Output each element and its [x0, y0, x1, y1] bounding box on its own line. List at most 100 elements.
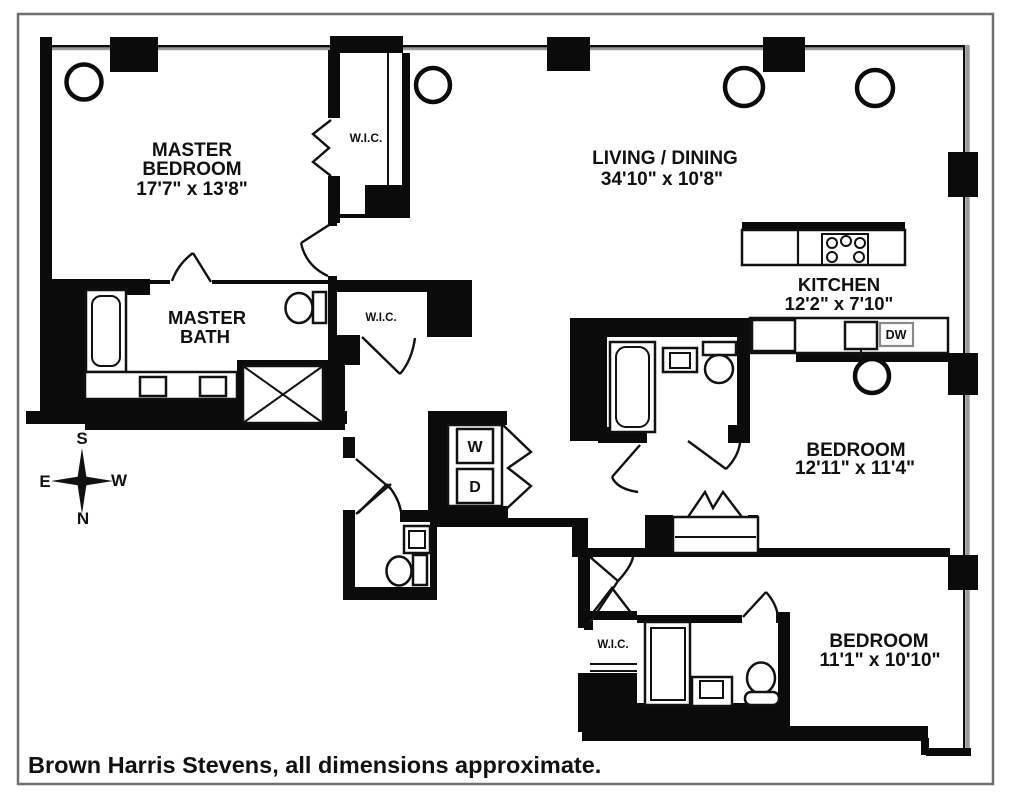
label-wic2: W.I.C. — [365, 312, 396, 324]
top-wall-line — [52, 45, 963, 48]
door-leaf-mbath — [191, 252, 213, 283]
laundry-closet — [446, 423, 533, 513]
wall-hall-south — [437, 518, 580, 527]
wall-door-hinge-b — [584, 621, 593, 630]
column-block-3 — [763, 37, 805, 72]
wall-bath3-right — [778, 615, 790, 710]
wall-wd-hinge — [498, 506, 508, 520]
wall-door-hinge-a — [584, 550, 593, 558]
wall-wic1-left-b — [328, 176, 340, 223]
accordion-door-wic1 — [311, 119, 332, 177]
wall-corridor-west — [578, 548, 590, 628]
label-wic3: W.I.C. — [597, 639, 628, 651]
wall-hall-left-a — [343, 437, 355, 458]
wall-wd-left — [428, 411, 448, 520]
door-arc-mbath — [170, 252, 194, 282]
column-block-2 — [547, 37, 590, 71]
round-column-kitchen — [852, 356, 892, 396]
wall-wic3-sw — [578, 673, 637, 732]
wall-counter-top-bar — [742, 222, 905, 230]
bedroom3-doors — [589, 556, 637, 672]
wall-under-vanity — [85, 398, 240, 430]
column-block-right — [948, 152, 978, 197]
wall-bath2-right — [737, 318, 750, 443]
compass-top-label: S — [76, 429, 87, 448]
wall-wd-bottom — [428, 506, 507, 520]
bathtub-inner — [91, 295, 121, 367]
door-leaf-powder — [357, 483, 388, 514]
bathroom2-fixtures — [608, 340, 742, 494]
wall-left — [40, 37, 52, 283]
wall-wic2-top — [337, 280, 472, 292]
dryer-box — [455, 467, 495, 505]
door-arc-vestibule — [610, 476, 639, 494]
door-arc-bath2 — [725, 442, 742, 470]
label-wic1: W.I.C. — [350, 131, 383, 145]
compass-needle-horizontal — [51, 476, 113, 486]
bath3-toilet-bowl — [745, 661, 777, 695]
compass-bottom-label: N — [77, 509, 89, 528]
label-bedroom3-dims: 11'1" x 10'10" — [819, 650, 940, 671]
door-leaf-bed3-a — [589, 556, 619, 582]
wall-wic1-top — [330, 36, 403, 53]
label-kitchen-dims: 12'2" x 7'10" — [785, 293, 894, 314]
right-wall-line — [963, 45, 965, 756]
wall-bath3-top — [637, 615, 742, 623]
wall-kitchen-se-block — [948, 353, 978, 395]
wall-bedroom-east-b — [328, 276, 337, 368]
label-washer: W — [467, 439, 483, 456]
wall-bath2-top — [607, 318, 750, 337]
round-column-2 — [413, 65, 453, 105]
burner-5 — [853, 251, 865, 263]
bedroom2-closet — [671, 489, 760, 555]
door-leaf-vestibule — [611, 444, 641, 478]
burner-2 — [840, 235, 852, 247]
bathroom3-fixtures — [643, 591, 781, 708]
powder-room-fixtures — [357, 483, 432, 587]
plan-frame — [16, 12, 995, 786]
sink-left — [138, 375, 168, 398]
bath2-toilet-tank — [701, 340, 738, 357]
compass-left-label: E — [39, 472, 50, 491]
wall-bedroom2-south — [578, 548, 950, 557]
bath3-sink-inner — [699, 680, 724, 699]
door-arc-powder — [386, 483, 403, 513]
door-leaf-mbed — [300, 223, 330, 245]
bifold-door-wic3 — [591, 586, 633, 615]
burner-4 — [826, 251, 838, 263]
shower-x — [242, 365, 324, 424]
door-leaf-bath3 — [742, 591, 767, 618]
bath2-tub-inner — [615, 346, 650, 428]
wall-bedroom2-se-block — [948, 555, 978, 590]
powder-toilet-bowl — [385, 555, 413, 587]
doors-master — [170, 119, 332, 283]
room-labels: MASTER BEDROOM 17'7" x 13'8" LIVING / DI… — [136, 131, 940, 671]
bath3-shower-inner — [650, 627, 686, 701]
bath2-toilet-bowl — [703, 353, 735, 385]
wall-wic1-right — [402, 53, 410, 218]
wall-closet2-left — [645, 515, 673, 540]
label-dryer: D — [469, 479, 481, 496]
wall-powder-top — [400, 510, 437, 522]
compass: S N E W — [39, 429, 128, 528]
label-kitchen: KITCHEN — [798, 274, 880, 295]
round-columns — [64, 62, 896, 396]
wall-wic1-left-a — [328, 50, 340, 118]
wall-wic3-top — [585, 611, 637, 620]
top-wall-line-gray — [52, 47, 963, 51]
wall-powder-left — [343, 510, 355, 600]
label-master-bedroom-dims: 17'7" x 13'8" — [136, 179, 248, 200]
wall-bedroom-south-thin2 — [212, 280, 330, 284]
round-column-3 — [722, 65, 766, 109]
wall-bedroom-south-thin1 — [150, 280, 170, 284]
kitchen-cabinet — [750, 318, 797, 353]
label-bedroom2: BEDROOM — [806, 440, 905, 461]
label-master-bedroom-1: MASTER — [152, 140, 233, 161]
label-master-bath-2: BATH — [180, 326, 230, 347]
kitchen-fixtures — [740, 228, 950, 358]
wall-wic1-bottom — [340, 214, 403, 218]
door-arc-bath3 — [765, 591, 780, 617]
wall-wic2-fat-right — [427, 292, 472, 337]
wall-hall-connector — [572, 518, 588, 557]
